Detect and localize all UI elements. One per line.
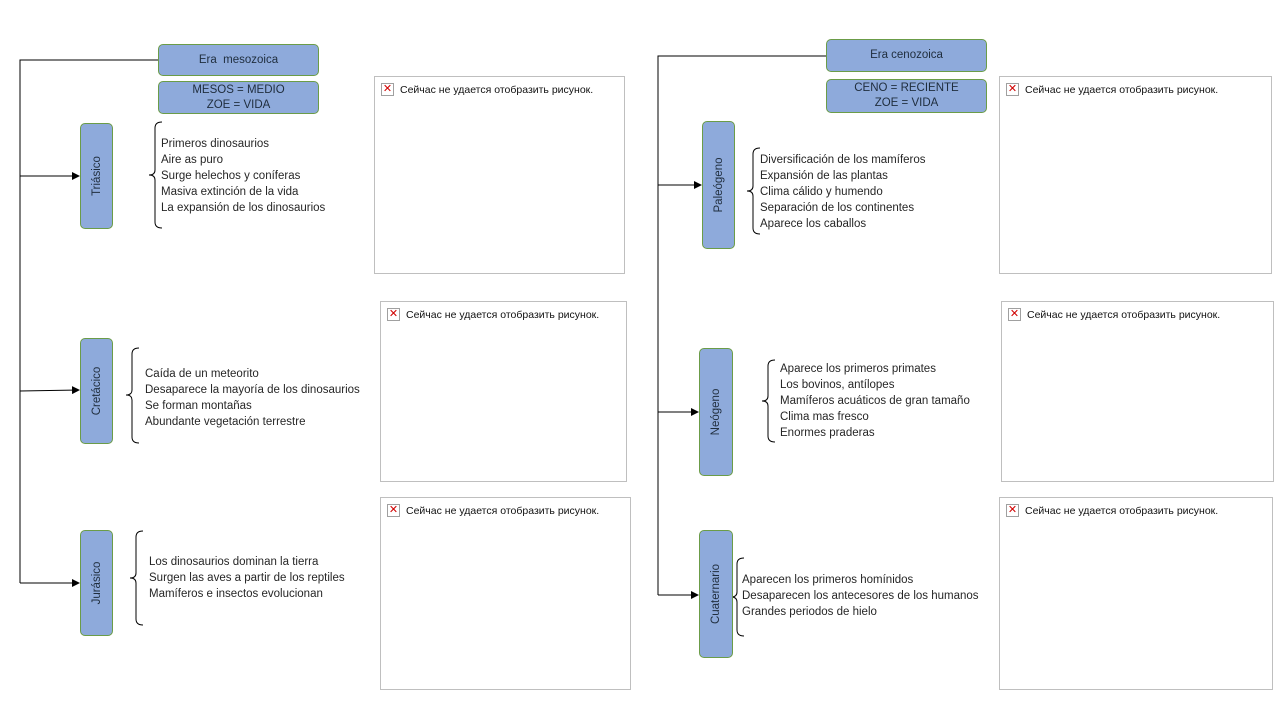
period-box-triasico: Triásico [80, 123, 113, 229]
image-placeholder-triasico: ✕ Сейчас не удается отобразить рисунок. [374, 76, 625, 274]
mesozoic-trunk-line [19, 59, 158, 583]
list-item: Expansión de las plantas [760, 170, 888, 182]
list-item: Aparece los caballos [760, 218, 867, 230]
brace-triasico [148, 121, 163, 229]
period-box-jurasico: Jurásico [80, 530, 113, 636]
mesozoic-meaning-box: MESOS = MEDIO ZOE = VIDA [158, 81, 319, 114]
image-error-text: Сейчас не удается отобразить рисунок. [1027, 308, 1221, 321]
image-error-text: Сейчас не удается отобразить рисунок. [1025, 83, 1219, 96]
list-item: Diversificación de los mamíferos [760, 154, 926, 166]
period-box-cretacico: Cretácico [80, 338, 113, 444]
list-item: Clima cálido y humendo [760, 186, 883, 198]
image-error-text: Сейчас не удается отобразить рисунок. [400, 83, 594, 96]
period-box-paleogeno: Paleógeno [702, 121, 735, 249]
broken-image-icon: ✕ [387, 504, 400, 517]
mesozoic-title-box: Era mesozoica [158, 44, 319, 76]
mesozoic-meaning-line2: ZOE = VIDA [206, 98, 271, 111]
list-item: Grandes periodos de hielo [742, 606, 877, 618]
brace-jurasico [129, 530, 144, 626]
facts-list-triasico: Primeros dinosaurios Aire as puro Surge … [161, 136, 325, 216]
list-item: Los dinosaurios dominan la tierra [149, 556, 319, 568]
list-item: Los bovinos, antílopes [780, 379, 895, 391]
list-item: Primeros dinosaurios [161, 138, 270, 150]
list-item: Abundante vegetación terrestre [145, 416, 306, 428]
image-error-message: ✕ Сейчас не удается отобразить рисунок. [1008, 308, 1220, 321]
broken-image-icon: ✕ [1006, 504, 1019, 517]
list-item: Separación de los continentes [760, 202, 915, 214]
broken-image-icon: ✕ [381, 83, 394, 96]
facts-list-paleogeno: Diversificación de los mamíferos Expansi… [760, 152, 926, 232]
list-item: Surge helechos y coníferas [161, 170, 301, 182]
image-error-message: ✕ Сейчас не удается отобразить рисунок. [387, 308, 599, 321]
brace-neogeno [761, 359, 776, 443]
list-item: Caída de un meteorito [145, 368, 259, 380]
cenozoic-title: Era cenozoica [870, 49, 943, 61]
mesozoic-meaning-line1: MESOS = MEDIO [192, 83, 285, 96]
broken-image-icon: ✕ [1006, 83, 1019, 96]
list-item: La expansión de los dinosaurios [161, 202, 326, 214]
brace-cretacico [125, 347, 140, 444]
list-item: Se forman montañas [145, 400, 252, 412]
period-box-neogeno: Neógeno [699, 348, 733, 476]
list-item: Surgen las aves a partir de los reptiles [149, 572, 345, 584]
period-label-cuaternario: Cuaternario [710, 563, 722, 625]
cenozoic-meaning-line1: CENO = RECIENTE [854, 82, 959, 94]
facts-list-neogeno: Aparece los primeros primates Los bovino… [780, 361, 970, 441]
brace-paleogeno [746, 147, 761, 235]
image-error-message: ✕ Сейчас не удается отобразить рисунок. [387, 504, 599, 517]
broken-image-icon: ✕ [387, 308, 400, 321]
image-placeholder-paleogeno: ✕ Сейчас не удается отобразить рисунок. [999, 76, 1272, 274]
period-label-cretacico: Cretácico [90, 366, 103, 416]
list-item: Enormes praderas [780, 427, 875, 439]
broken-image-icon: ✕ [1008, 308, 1021, 321]
list-item: Mamíferos acuáticos de gran tamaño [780, 395, 970, 407]
period-label-jurasico: Jurásico [90, 561, 103, 605]
image-placeholder-cretacico: ✕ Сейчас не удается отобразить рисунок. [380, 301, 627, 482]
image-error-message: ✕ Сейчас не удается отобразить рисунок. [1006, 83, 1218, 96]
image-error-text: Сейчас не удается отобразить рисунок. [406, 504, 600, 517]
image-error-text: Сейчас не удается отобразить рисунок. [1025, 504, 1219, 517]
list-item: Aire as puro [161, 154, 224, 166]
image-placeholder-neogeno: ✕ Сейчас не удается отобразить рисунок. [1001, 301, 1274, 482]
facts-list-jurasico: Los dinosaurios dominan la tierra Surgen… [149, 554, 345, 602]
list-item: Desaparecen los antecesores de los human… [742, 590, 979, 602]
cenozoic-title-box: Era cenozoica [826, 39, 987, 72]
facts-list-cretacico: Caída de un meteorito Desaparece la mayo… [145, 366, 360, 430]
period-box-cuaternario: Cuaternario [699, 530, 733, 658]
list-item: Desaparece la mayoría de los dinosaurios [145, 384, 360, 396]
image-placeholder-cuaternario: ✕ Сейчас не удается отобразить рисунок. [999, 497, 1273, 690]
image-placeholder-jurasico: ✕ Сейчас не удается отобразить рисунок. [380, 497, 631, 690]
cenozoic-meaning-line2: ZOE = VIDA [874, 97, 939, 109]
image-error-message: ✕ Сейчас не удается отобразить рисунок. [381, 83, 593, 96]
list-item: Aparecen los primeros homínidos [742, 574, 914, 586]
image-error-message: ✕ Сейчас не удается отобразить рисунок. [1006, 504, 1218, 517]
cenozoic-trunk-line [657, 55, 826, 595]
image-error-text: Сейчас не удается отобразить рисунок. [406, 308, 600, 321]
arrow-to-cretacico [19, 386, 80, 395]
cenozoic-meaning-box: CENO = RECIENTE ZOE = VIDA [826, 79, 987, 113]
list-item: Mamíferos e insectos evolucionan [149, 588, 323, 600]
period-label-neogeno: Neógeno [710, 388, 722, 436]
facts-list-cuaternario: Aparecen los primeros homínidos Desapare… [742, 572, 979, 620]
period-label-triasico: Triásico [90, 156, 103, 196]
list-item: Aparece los primeros primates [780, 363, 936, 375]
period-label-paleogeno: Paleógeno [712, 157, 725, 213]
list-item: Clima mas fresco [780, 411, 869, 423]
list-item: Masiva extinción de la vida [161, 186, 299, 198]
mesozoic-title: Era mesozoica [198, 53, 279, 66]
